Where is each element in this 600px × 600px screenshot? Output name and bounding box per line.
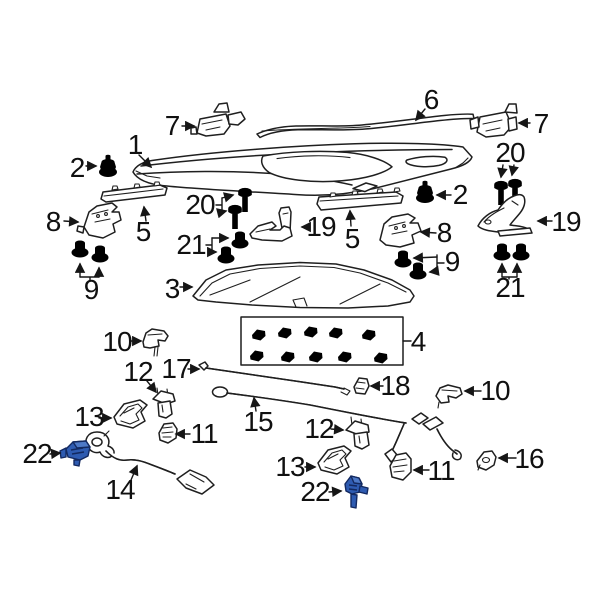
part-2-bolt-left: [99, 154, 117, 177]
callout-5-left: 5: [136, 216, 151, 247]
callout-3: 3: [165, 273, 180, 304]
callout-15: 15: [243, 406, 273, 437]
part-12-striker-right: [345, 416, 370, 450]
callout-13-left: 13: [74, 401, 104, 432]
callout-9-left: 9: [84, 274, 99, 305]
part-3-hood-insulator-pad: [192, 261, 415, 309]
callout-2-right: 2: [453, 179, 468, 210]
part-19-hinge-arm-right: [477, 193, 533, 237]
part-7-hood-hinge-left: [190, 102, 246, 137]
callout-20-right: 20: [495, 137, 525, 168]
callout-22-right: 22: [300, 476, 330, 507]
part-21-nuts-left: [217, 231, 249, 264]
part-11-switch-housing-left: [158, 422, 178, 444]
callout-17: 17: [161, 353, 191, 384]
callout-2-left: 2: [70, 152, 85, 183]
callout-22-left: 22: [22, 438, 52, 469]
callout-6: 6: [424, 84, 439, 115]
part-14-release-handle: [85, 430, 215, 495]
callout-13-right: 13: [275, 451, 305, 482]
callout-7-right: 7: [534, 108, 549, 139]
callout-18: 18: [380, 370, 410, 401]
callout-12-left: 12: [123, 356, 153, 387]
callout-4: 4: [411, 326, 426, 357]
part-11-switch-housing-right: [389, 452, 412, 481]
part-12-striker-left: [152, 387, 176, 419]
part-16-clip-nut: [476, 450, 497, 471]
part-8-bracket-right: [379, 213, 422, 248]
callout-21-right: 21: [495, 272, 525, 303]
callout-10-right: 10: [480, 375, 510, 406]
part-10-latch-bracket-left: [142, 328, 169, 357]
part-22-hood-ajar-switch-right: [344, 475, 369, 509]
part-13-support-bracket-right: [317, 445, 352, 475]
callout-11-right: 11: [427, 455, 454, 486]
part-22-hood-ajar-switch-left: [59, 440, 91, 467]
callout-19-right: 19: [551, 206, 581, 237]
callout-8-right: 8: [437, 217, 452, 248]
callout-9-right: 9: [445, 246, 460, 277]
part-9-nuts-right: [394, 250, 427, 280]
part-4-clip-kit-box: [240, 316, 404, 366]
part-18-grommet-clip: [353, 377, 370, 395]
callout-20-left: 20: [185, 189, 215, 220]
callout-11-left: 11: [190, 418, 217, 449]
part-9-nuts-left: [71, 240, 109, 263]
part-10-latch-bracket-right: [435, 384, 463, 409]
part-5-hood-reinforcement-right: [316, 187, 404, 211]
part-6-hood-seal-strip: [256, 113, 475, 139]
part-8-bracket-left: [76, 202, 122, 239]
part-15-release-cable: [211, 386, 462, 463]
callout-7-left: 7: [165, 110, 180, 141]
part-7-hood-hinge-right: [469, 103, 518, 138]
callout-leaders: [49, 108, 553, 497]
callout-12-right: 12: [304, 413, 334, 444]
part-20-studs-left: [228, 187, 252, 229]
part-5-hood-reinforcement-left: [100, 181, 168, 203]
callout-10-left: 10: [102, 326, 132, 357]
part-19-bracket-left: [249, 206, 293, 242]
callout-14: 14: [105, 474, 135, 505]
part-13-support-bracket-left: [113, 399, 148, 429]
callout-1: 1: [128, 129, 143, 160]
callout-8-left: 8: [46, 206, 61, 237]
callout-16: 16: [514, 443, 544, 474]
part-1-hood-panel: [132, 142, 473, 196]
callout-21-left: 21: [176, 229, 206, 260]
part-2-bolt-right: [416, 180, 434, 203]
part-21-nuts-right: [493, 243, 530, 261]
callout-5-right: 5: [345, 223, 360, 254]
part-17-prop-rod: [198, 361, 351, 396]
callout-19-left: 19: [306, 211, 336, 242]
